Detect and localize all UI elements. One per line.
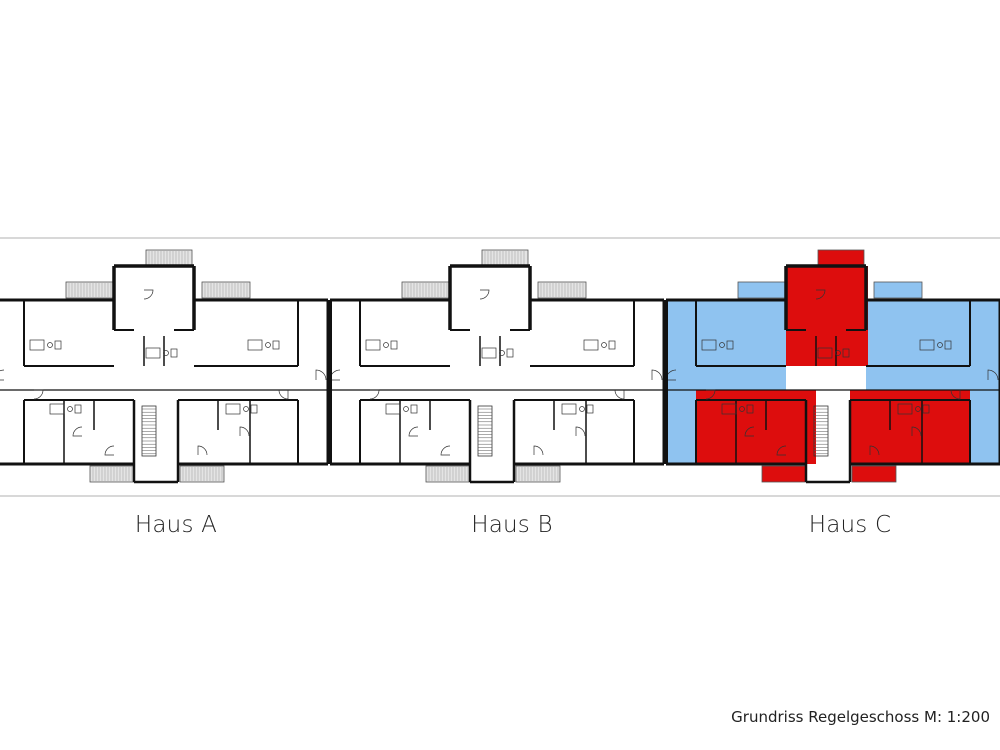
sink <box>265 342 271 348</box>
door-swing <box>33 389 44 400</box>
house-a-label: Haus A <box>134 512 218 538</box>
door-swing <box>72 426 83 437</box>
toilet <box>944 340 952 350</box>
drawing-caption: Grundriss Regelgeschoss M: 1:200 <box>731 708 990 726</box>
door-swing <box>744 426 755 437</box>
bathtub <box>561 403 577 415</box>
house-plan <box>0 249 330 484</box>
toilet <box>410 404 418 414</box>
toilet <box>390 340 398 350</box>
sink <box>937 342 943 348</box>
bathtub <box>721 403 737 415</box>
bathtub <box>225 403 241 415</box>
balcony <box>425 465 471 483</box>
door-swing <box>651 369 663 381</box>
bathtub <box>897 403 913 415</box>
door-swing <box>143 289 154 300</box>
bathtub <box>919 339 935 351</box>
door-swing <box>705 389 716 400</box>
toilet <box>170 348 178 358</box>
balcony <box>761 465 807 483</box>
sink <box>915 406 921 412</box>
unit-blue <box>666 390 696 464</box>
house-b-label: Haus B <box>471 512 553 538</box>
sink <box>601 342 607 348</box>
toilet <box>842 348 850 358</box>
sink <box>403 406 409 412</box>
sink <box>499 350 505 356</box>
sink <box>579 406 585 412</box>
balcony <box>817 249 865 267</box>
bathtub <box>481 347 497 359</box>
balcony <box>851 465 897 483</box>
door-swing <box>869 445 880 456</box>
balcony <box>515 465 561 483</box>
house-plan <box>328 249 666 484</box>
sink <box>243 406 249 412</box>
door-swing <box>479 289 490 300</box>
unit-red <box>850 390 970 464</box>
door-swing <box>533 445 544 456</box>
unit-blue <box>866 300 1000 390</box>
bathtub <box>247 339 263 351</box>
bathtub <box>385 403 401 415</box>
sink <box>383 342 389 348</box>
door-swing <box>776 445 787 456</box>
unit-red <box>786 266 868 366</box>
door-swing <box>614 389 625 400</box>
unit-red <box>696 390 816 464</box>
sink <box>47 342 53 348</box>
balcony <box>89 465 135 483</box>
door-swing <box>987 369 999 381</box>
balcony <box>179 465 225 483</box>
unit-blue <box>666 300 786 390</box>
sink <box>67 406 73 412</box>
sink <box>835 350 841 356</box>
door-swing <box>815 289 826 300</box>
bathtub <box>49 403 65 415</box>
bathtub <box>583 339 599 351</box>
bathtub <box>145 347 161 359</box>
toilet <box>746 404 754 414</box>
bathtub <box>365 339 381 351</box>
toilet <box>608 340 616 350</box>
door-swing <box>950 389 961 400</box>
toilet <box>586 404 594 414</box>
door-swing <box>440 445 451 456</box>
house-plan <box>664 249 1000 484</box>
door-swing <box>315 369 327 381</box>
door-swing <box>239 426 250 437</box>
bathtub <box>817 347 833 359</box>
sink <box>163 350 169 356</box>
door-swing <box>278 389 289 400</box>
toilet <box>922 404 930 414</box>
bathtub <box>29 339 45 351</box>
house-c-label: Haus C <box>808 512 892 538</box>
toilet <box>272 340 280 350</box>
door-swing <box>408 426 419 437</box>
toilet <box>726 340 734 350</box>
bathtub <box>701 339 717 351</box>
door-swing <box>575 426 586 437</box>
balcony <box>737 281 787 299</box>
toilet <box>250 404 258 414</box>
stair <box>141 405 157 457</box>
stair <box>477 405 493 457</box>
door-swing <box>0 369 5 381</box>
door-swing <box>911 426 922 437</box>
unit-blue <box>970 390 1000 464</box>
sink <box>739 406 745 412</box>
balcony <box>873 281 923 299</box>
door-swing <box>104 445 115 456</box>
stair <box>813 405 829 457</box>
door-swing <box>369 389 380 400</box>
sink <box>719 342 725 348</box>
toilet <box>74 404 82 414</box>
door-swing <box>197 445 208 456</box>
toilet <box>506 348 514 358</box>
toilet <box>54 340 62 350</box>
